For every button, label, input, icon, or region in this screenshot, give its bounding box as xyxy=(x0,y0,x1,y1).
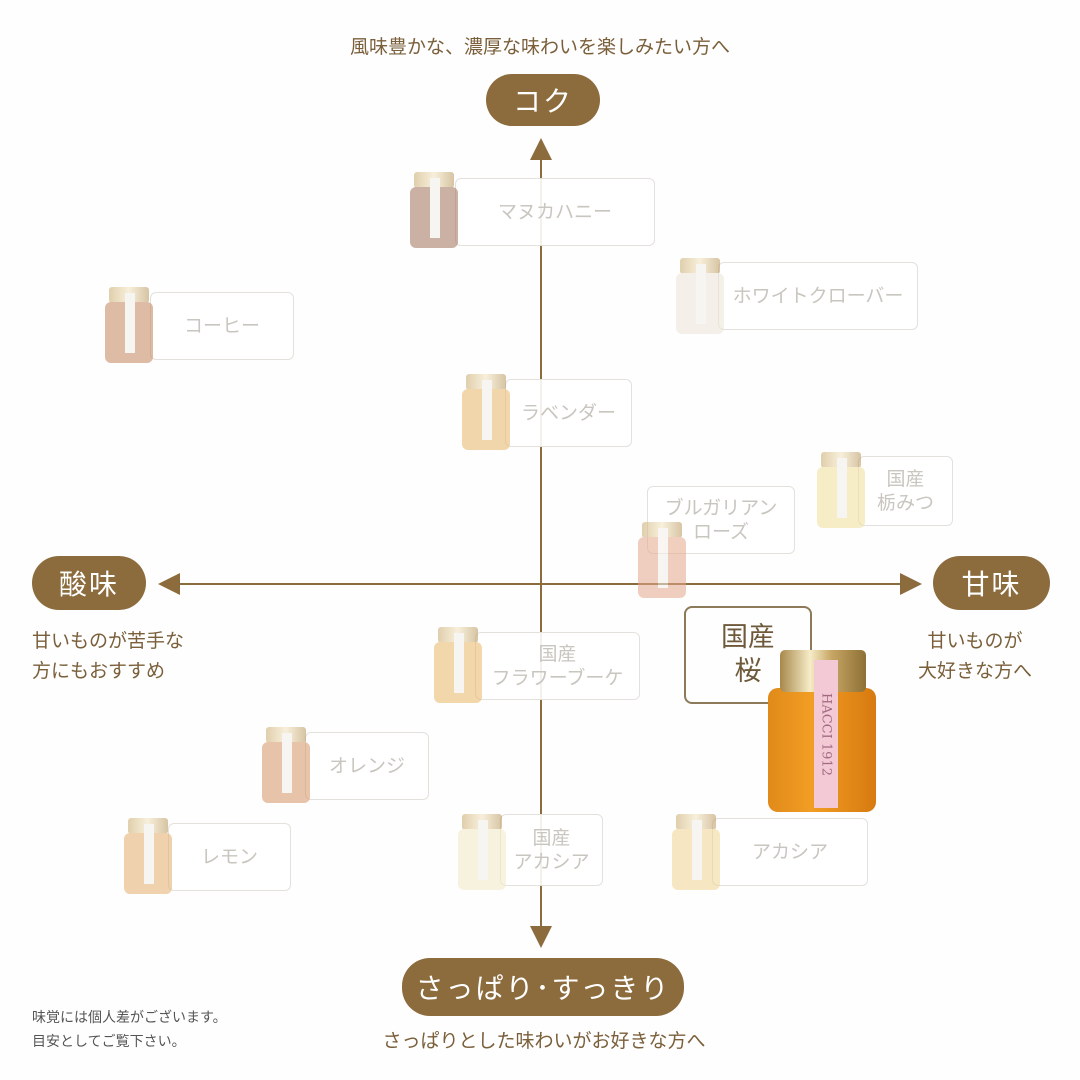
jar-icon xyxy=(458,814,506,890)
product-label: マヌカハニー xyxy=(455,178,655,246)
product-label: アカシア xyxy=(712,818,868,886)
arrow-down-icon xyxy=(530,926,552,948)
arrow-right-icon xyxy=(900,573,922,595)
axis-label-sweet: 甘味 xyxy=(933,556,1050,610)
jar-icon xyxy=(410,172,458,248)
axis-label-koku: コク xyxy=(486,74,600,126)
product-label: ラベンダー xyxy=(505,379,632,447)
product-label: コーヒー xyxy=(150,292,294,360)
jar-icon xyxy=(676,258,724,334)
featured-jar-icon: HACCI 1912 xyxy=(768,650,876,814)
jar-icon xyxy=(672,814,720,890)
jar-icon xyxy=(434,627,482,703)
vertical-axis xyxy=(540,150,542,936)
product-label: 国産 アカシア xyxy=(500,814,603,886)
disclaimer-note: 味覚には個人差がございます。 目安としてご覧下さい。 xyxy=(32,1010,227,1050)
jar-brand-label: HACCI 1912 xyxy=(814,660,838,808)
bottom-caption: さっぱりとした味わいがお好きな方へ xyxy=(382,1030,706,1052)
product-label: 国産 フラワーブーケ xyxy=(475,632,640,700)
product-label: ホワイトクローバー xyxy=(718,262,918,330)
product-label: 国産 栃みつ xyxy=(858,456,953,526)
jar-icon xyxy=(262,727,310,803)
right-caption: 甘いものが 大好きな方へ xyxy=(917,630,1032,682)
top-caption: 風味豊かな、濃厚な味わいを楽しみたい方へ xyxy=(349,36,730,58)
jar-icon xyxy=(124,818,172,894)
left-caption: 甘いものが苦手な 方にもおすすめ xyxy=(32,630,185,682)
jar-icon xyxy=(462,374,510,450)
axis-label-sour: 酸味 xyxy=(32,556,146,610)
jar-icon xyxy=(817,452,865,528)
axis-label-refreshing: さっぱり･すっきり xyxy=(402,958,684,1016)
arrow-left-icon xyxy=(158,573,180,595)
product-label: レモン xyxy=(168,823,291,891)
jar-icon xyxy=(638,522,686,598)
arrow-up-icon xyxy=(530,138,552,160)
jar-icon xyxy=(105,287,153,363)
horizontal-axis xyxy=(172,583,910,585)
product-label: オレンジ xyxy=(305,732,429,800)
product-label: ブルガリアン ローズ xyxy=(647,486,795,554)
